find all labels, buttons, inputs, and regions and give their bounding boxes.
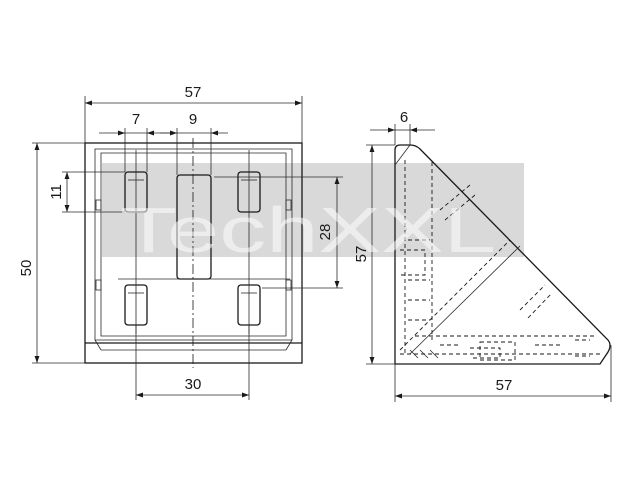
side-view [394,144,611,365]
front-view-outline [84,142,303,364]
dim-slot-width: 7 [132,111,140,128]
watermark-text: TechXXL [120,194,496,266]
dim-slot-height: 11 [48,184,65,200]
dim-overall-height: 50 [18,260,35,277]
dim-hole-spacing-vertical: 28 [317,224,334,241]
dim-center-slot-width: 9 [189,111,197,128]
dim-side-width: 57 [496,377,513,394]
dim-hole-spacing-horizontal: 30 [185,376,202,393]
front-dimensions: 57 7 9 11 50 28 30 [18,84,343,400]
dim-overall-width: 57 [185,84,202,101]
dim-side-height: 57 [353,246,370,263]
dim-thickness: 6 [400,109,408,126]
side-view-outline [394,144,611,365]
side-dimensions: 6 57 57 [353,109,612,402]
front-view [84,138,303,368]
watermark-box [102,163,524,257]
